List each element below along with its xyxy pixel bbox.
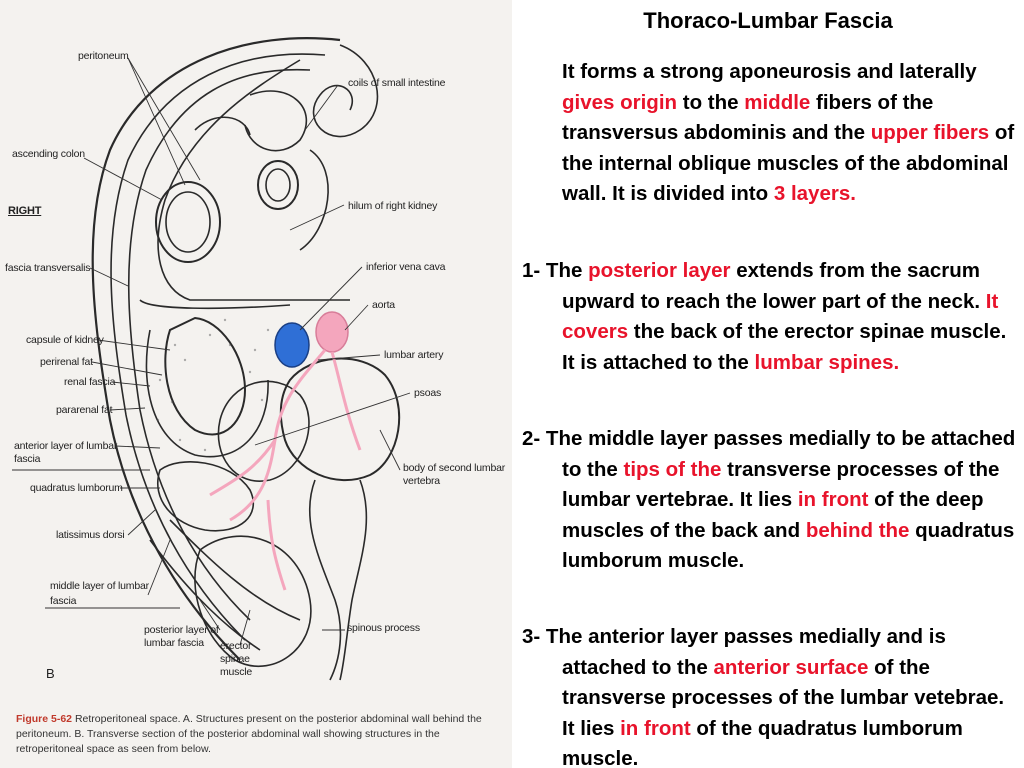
caption-text: Retroperitoneal space. A. Structures pre… [16,713,482,755]
label-ascending-colon: ascending colon [12,148,85,160]
intro-highlight-upper-fibers: upper fibers [870,121,990,144]
label-erector-line1: erector [220,640,252,652]
label-erector-line2: spinae [220,653,250,665]
label-perirenal-fat: perirenal fat [40,356,93,368]
label-right: RIGHT [8,205,42,217]
slide-title: Thoraco-Lumbar Fascia [643,8,893,33]
transverse-section-drawing [12,37,411,681]
item1-text-e: the back of the erector spinae muscle. I… [562,320,1007,374]
intro-highlight-middle: middle [744,90,811,114]
label-middle-layer-line2: fascia [50,595,77,607]
item2-highlight-behind-the: behind the [805,518,910,542]
label-erector-line3: muscle [220,666,253,678]
intro-highlight-3-layers: 3 layers. [773,182,856,205]
figure-caption: Figure 5-62 Retroperitoneal space. A. St… [16,712,506,757]
label-renal-fascia: renal fascia [64,376,116,388]
inferior-vena-cava-shape [274,322,310,368]
item3-text-c: of the transverse processes of the lumba… [562,655,1005,740]
item2-text-a: 2- The middle layer passes medially to b… [522,427,1016,481]
item3-text-a: 3- The anterior layer passes medially an… [522,625,946,679]
list-item-anterior-layer: 3- The anterior layer passes medially an… [522,622,1017,768]
item1-highlight-posterior-layer: posterior layer [588,259,731,282]
label-middle-layer-line1: middle layer of lumbar [50,580,149,592]
list-item-posterior-layer: 1- The posterior layer extends from the … [522,256,1017,378]
item2-highlight-tips-of-the: tips of the [623,457,722,481]
label-b: B [46,666,55,681]
item2-text-c: transverse processes of the lumbar verte… [562,457,1000,512]
item3-highlight-anterior-surface: anterior surface [713,655,869,679]
label-posterior-layer-line2: lumbar fascia [144,637,204,649]
label-posterior-layer-line1: posterior layer of [144,624,219,636]
list-item-middle-layer: 2- The middle layer passes medially to b… [522,424,1017,577]
intro-text-c: to the [677,90,745,114]
item2-text-e: of the deep muscles of the back and [562,488,984,542]
intro-highlight-gives-origin: gives origin [562,90,678,114]
intro-paragraph: It forms a strong aponeurosis and latera… [562,57,1017,210]
label-latissimus-dorsi: latissimus dorsi [56,529,125,541]
label-body-vertebra-line1: body of second lumbar [403,462,506,474]
label-spinous-process: spinous process [347,622,420,634]
item1-text-a: 1- The [522,259,589,282]
text-panel: Thoraco-Lumbar Fascia It forms a strong … [512,0,1024,768]
figure-number: Figure 5-62 [16,713,73,725]
item3-highlight-in-front: in front [620,716,691,740]
label-body-vertebra-line2: vertebra [403,475,440,487]
label-anterior-layer-line2: fascia [14,453,41,465]
label-coils-small-intestine: coils of small intestine [348,77,446,89]
label-psoas: psoas [414,387,442,399]
item1-text-c: extends from the sacrum upward to reach … [562,259,986,313]
intro-text-e: fibers of the transversus abdominis and … [562,90,934,145]
anatomy-figure: peritoneum coils of small intestine asce… [0,0,512,768]
intro-text-g: of the internal oblique muscles of the a… [562,121,1015,205]
label-aorta: aorta [372,299,395,311]
label-peritoneum: peritoneum [78,50,129,62]
label-quadratus-lumborum: quadratus lumborum [30,482,123,494]
label-fascia-transversalis: fascia transversalis [5,262,91,274]
item3-text-e: of the quadratus lumborum muscle. [562,716,963,768]
aorta-shape [315,311,349,353]
label-pararenal-fat: pararenal fat [56,404,113,416]
item1-highlight-it-covers: It covers [562,289,999,344]
label-anterior-layer-line1: anterior layer of lumbar [14,440,118,452]
label-capsule-of-kidney: capsule of kidney [26,334,104,346]
label-hilum-right-kidney: hilum of right kidney [348,200,438,212]
label-inferior-vena-cava: inferior vena cava [366,261,446,273]
label-lumbar-artery: lumbar artery [384,349,444,361]
item1-highlight-lumbar-spines: lumbar spines. [754,350,900,374]
item2-text-g: quadratus lumborum muscle. [562,518,1015,573]
item2-highlight-in-front: in front [797,488,869,511]
intro-text-a: It forms a strong aponeurosis and latera… [562,60,977,83]
